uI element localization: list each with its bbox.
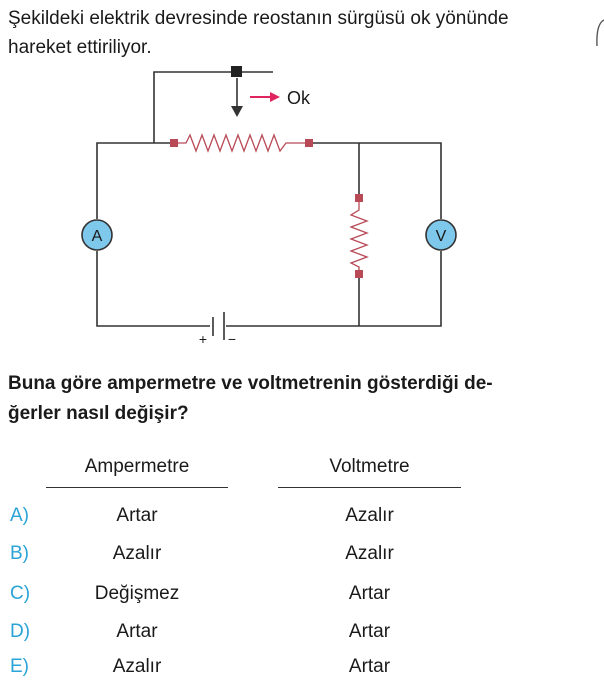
intro-line-2: hareket ettiriliyor. — [8, 37, 152, 58]
battery: + − — [199, 312, 236, 347]
question-text: Buna göre ampermetre ve voltmetrenin gös… — [8, 369, 604, 429]
voltmeter-label: V — [436, 228, 447, 245]
resistor-zigzag-icon — [349, 201, 369, 271]
arrow-label: Ok — [287, 88, 311, 108]
option-c-letter[interactable]: C) — [10, 583, 31, 604]
voltmeter: V — [425, 219, 457, 251]
resistor-terminal-top — [355, 194, 363, 202]
question-line-2: ğerler nasıl değişir? — [8, 403, 189, 424]
direction-arrow-icon — [250, 92, 280, 102]
option-b-letter[interactable]: B) — [10, 543, 29, 564]
rheostat-zigzag-icon — [178, 133, 305, 153]
column-header-ampermetre: Ampermetre — [84, 456, 190, 477]
option-a-letter[interactable]: A) — [10, 505, 29, 526]
ammeter-label: A — [92, 228, 103, 245]
wire-top-left — [96, 142, 173, 219]
wire-top-right — [310, 142, 442, 219]
column-rule-voltmetre — [278, 487, 461, 488]
rheostat-terminal-right — [305, 139, 313, 147]
option-e-letter[interactable]: E) — [10, 656, 29, 677]
column-header-voltmetre: Voltmetre — [329, 456, 410, 477]
option-b-ampermetre: Azalır — [112, 543, 162, 564]
ammeter: A — [81, 219, 113, 251]
circuit-diagram: Ok A V + − — [81, 66, 457, 347]
option-d-ampermetre: Artar — [116, 621, 158, 642]
resistor-terminal-bottom — [355, 270, 363, 278]
page-edge-curl — [596, 19, 604, 47]
wire-bottom-left — [96, 251, 210, 327]
battery-minus: − — [228, 331, 236, 347]
option-e-voltmetre: Artar — [348, 656, 391, 677]
wire-bottom-right — [226, 251, 442, 327]
slider-arrow-icon — [231, 106, 243, 117]
option-d-voltmetre: Artar — [348, 621, 391, 642]
question-intro: Şekildeki elektrik devresinde reostanın … — [8, 4, 604, 62]
option-b-voltmetre: Azalır — [345, 543, 394, 564]
column-rule-ampermetre — [46, 487, 228, 488]
option-c-ampermetre: Değişmez — [94, 583, 180, 604]
option-d-letter[interactable]: D) — [10, 621, 31, 642]
question-line-1: Buna göre ampermetre ve voltmetrenin gös… — [8, 373, 493, 394]
battery-plus: + — [199, 331, 207, 347]
intro-line-1: Şekildeki elektrik devresinde reostanın … — [8, 8, 509, 29]
option-e-ampermetre: Azalır — [112, 656, 162, 677]
option-a-voltmetre: Azalır — [345, 505, 394, 526]
circuit-wires — [96, 71, 442, 327]
rheostat-terminal-left — [170, 139, 178, 147]
slider-contact — [231, 66, 242, 77]
wire-slider — [153, 71, 273, 143]
option-a-ampermetre: Artar — [116, 505, 158, 526]
option-c-voltmetre: Artar — [348, 583, 391, 604]
